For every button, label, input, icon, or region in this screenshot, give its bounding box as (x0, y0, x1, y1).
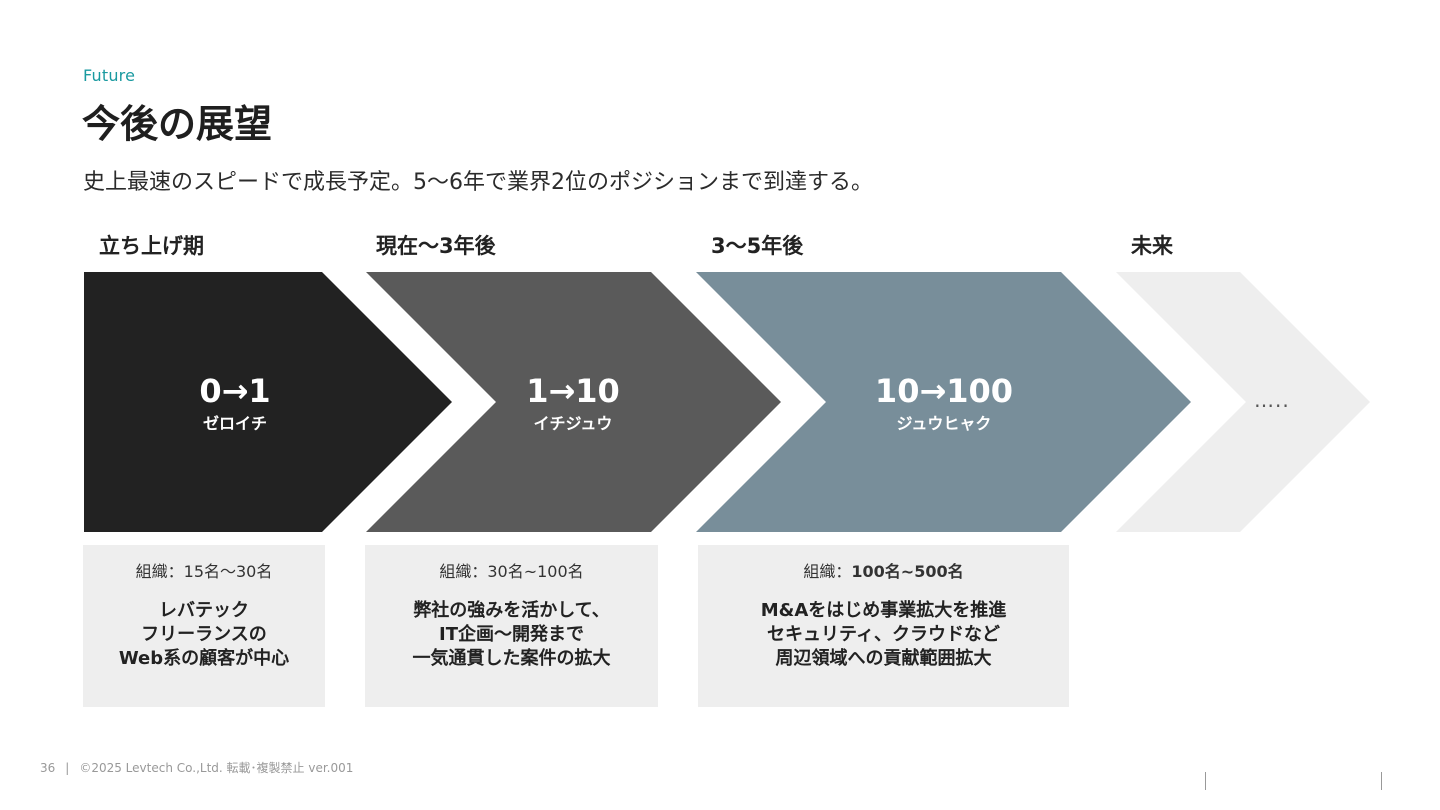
ellipsis-icon: ….. (1254, 388, 1290, 412)
org-prefix: 組織： (439, 562, 488, 581)
card-launch: 組織：15名〜30名 レバテック フリーランスの Web系の顧客が中心 (83, 545, 325, 707)
card-current: 組織：30名~100名 弊社の強みを活かして、 IT企画〜開発まで 一気通貫した… (365, 545, 658, 707)
card-desc-launch: レバテック フリーランスの Web系の顧客が中心 (83, 599, 325, 671)
org-value: 15名〜30名 (183, 562, 273, 581)
phase-label-launch: 立ち上げ期 (99, 234, 204, 258)
desc-line: 弊社の強みを活かして、 (413, 600, 610, 621)
card-mid: 組織：100名~500名 M&Aをはじめ事業拡大を推進 セキュリティ、クラウドな… (698, 545, 1069, 707)
desc-line: 周辺領域への貢献範囲拡大 (775, 648, 992, 669)
phase-label-current: 現在〜3年後 (376, 234, 496, 258)
arrow-main-mid: 10→100 (874, 372, 1014, 410)
page-number: 36 (40, 761, 56, 775)
page-subtitle: 史上最速のスピードで成長予定。5〜6年で業界2位のポジションまで到達する。 (83, 170, 873, 195)
card-org-mid: 組織：100名~500名 (698, 561, 1069, 583)
arrow-main-current: 1→10 (526, 372, 620, 410)
arrow-shape-future (1116, 272, 1370, 532)
desc-line: レバテック (159, 600, 249, 621)
card-desc-mid: M&Aをはじめ事業拡大を推進 セキュリティ、クラウドなど 周辺領域への貢献範囲拡… (698, 599, 1069, 671)
org-value: 100名~500名 (851, 562, 964, 581)
arrow-sub-mid: ジュウヒャク (896, 414, 992, 433)
org-value: 30名~100名 (487, 562, 584, 581)
desc-line: フリーランスの (141, 624, 267, 645)
desc-line: セキュリティ、クラウドなど (767, 624, 1000, 645)
footer-mark-left (1205, 772, 1206, 790)
arrow-sub-launch: ゼロイチ (202, 414, 267, 433)
card-desc-current: 弊社の強みを活かして、 IT企画〜開発まで 一気通貫した案件の拡大 (365, 599, 658, 671)
desc-line: M&Aをはじめ事業拡大を推進 (760, 600, 1007, 621)
phase-label-mid: 3〜5年後 (711, 234, 804, 258)
footer: 36 | ©2025 Levtech Co.,Ltd. 転載･複製禁止 ver.00… (40, 759, 353, 776)
desc-line: 一気通貫した案件の拡大 (412, 648, 611, 669)
desc-line: Web系の顧客が中心 (118, 648, 290, 669)
card-org-current: 組織：30名~100名 (365, 561, 658, 583)
phase-label-future: 未来 (1131, 234, 1173, 258)
arrow-text-launch: 0→1 ゼロイチ (135, 372, 335, 435)
card-org-launch: 組織：15名〜30名 (83, 561, 325, 583)
arrow-text-current: 1→10 イチジュウ (473, 372, 673, 435)
footer-separator: | (65, 761, 70, 775)
copyright: ©2025 Levtech Co.,Ltd. 転載･複製禁止 ver.001 (79, 761, 354, 775)
org-prefix: 組織： (135, 562, 184, 581)
org-prefix: 組織： (803, 562, 852, 581)
footer-mark-right (1381, 772, 1382, 790)
desc-line: IT企画〜開発まで (439, 624, 584, 645)
eyebrow-label: Future (83, 66, 136, 85)
arrow-sub-current: イチジュウ (533, 414, 613, 433)
page-title: 今後の展望 (82, 102, 273, 146)
arrow-main-launch: 0→1 (199, 372, 271, 410)
arrow-text-mid: 10→100 ジュウヒャク (824, 372, 1064, 435)
